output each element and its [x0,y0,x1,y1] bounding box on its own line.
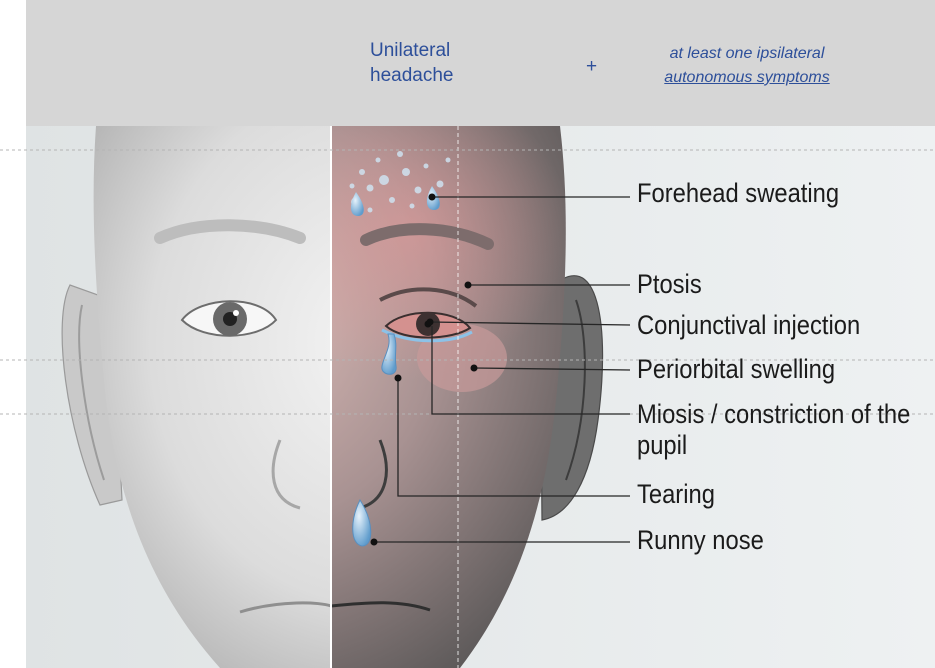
header-left-line2: headache [370,63,510,88]
plus-sign: + [586,56,597,78]
label-ptosis: Ptosis [637,269,702,300]
autonomous-symptoms-text: at least one ipsilateral autonomous symp… [632,42,862,90]
label-miosis: Miosis / constriction of the pupil [637,399,927,461]
label-tearing: Tearing [637,479,715,510]
unilateral-headache-text: Unilateral headache [370,38,510,88]
label-runny-nose: Runny nose [637,525,764,556]
header-left-line1: Unilateral [370,38,510,63]
label-forehead-sweating: Forehead sweating [637,178,839,209]
label-periorbital-swelling: Periorbital swelling [637,354,835,385]
header-right-line2: autonomous symptoms [632,66,862,90]
header-right-line1: at least one ipsilateral [632,42,862,66]
label-conjunctival-injection: Conjunctival injection [637,310,860,341]
